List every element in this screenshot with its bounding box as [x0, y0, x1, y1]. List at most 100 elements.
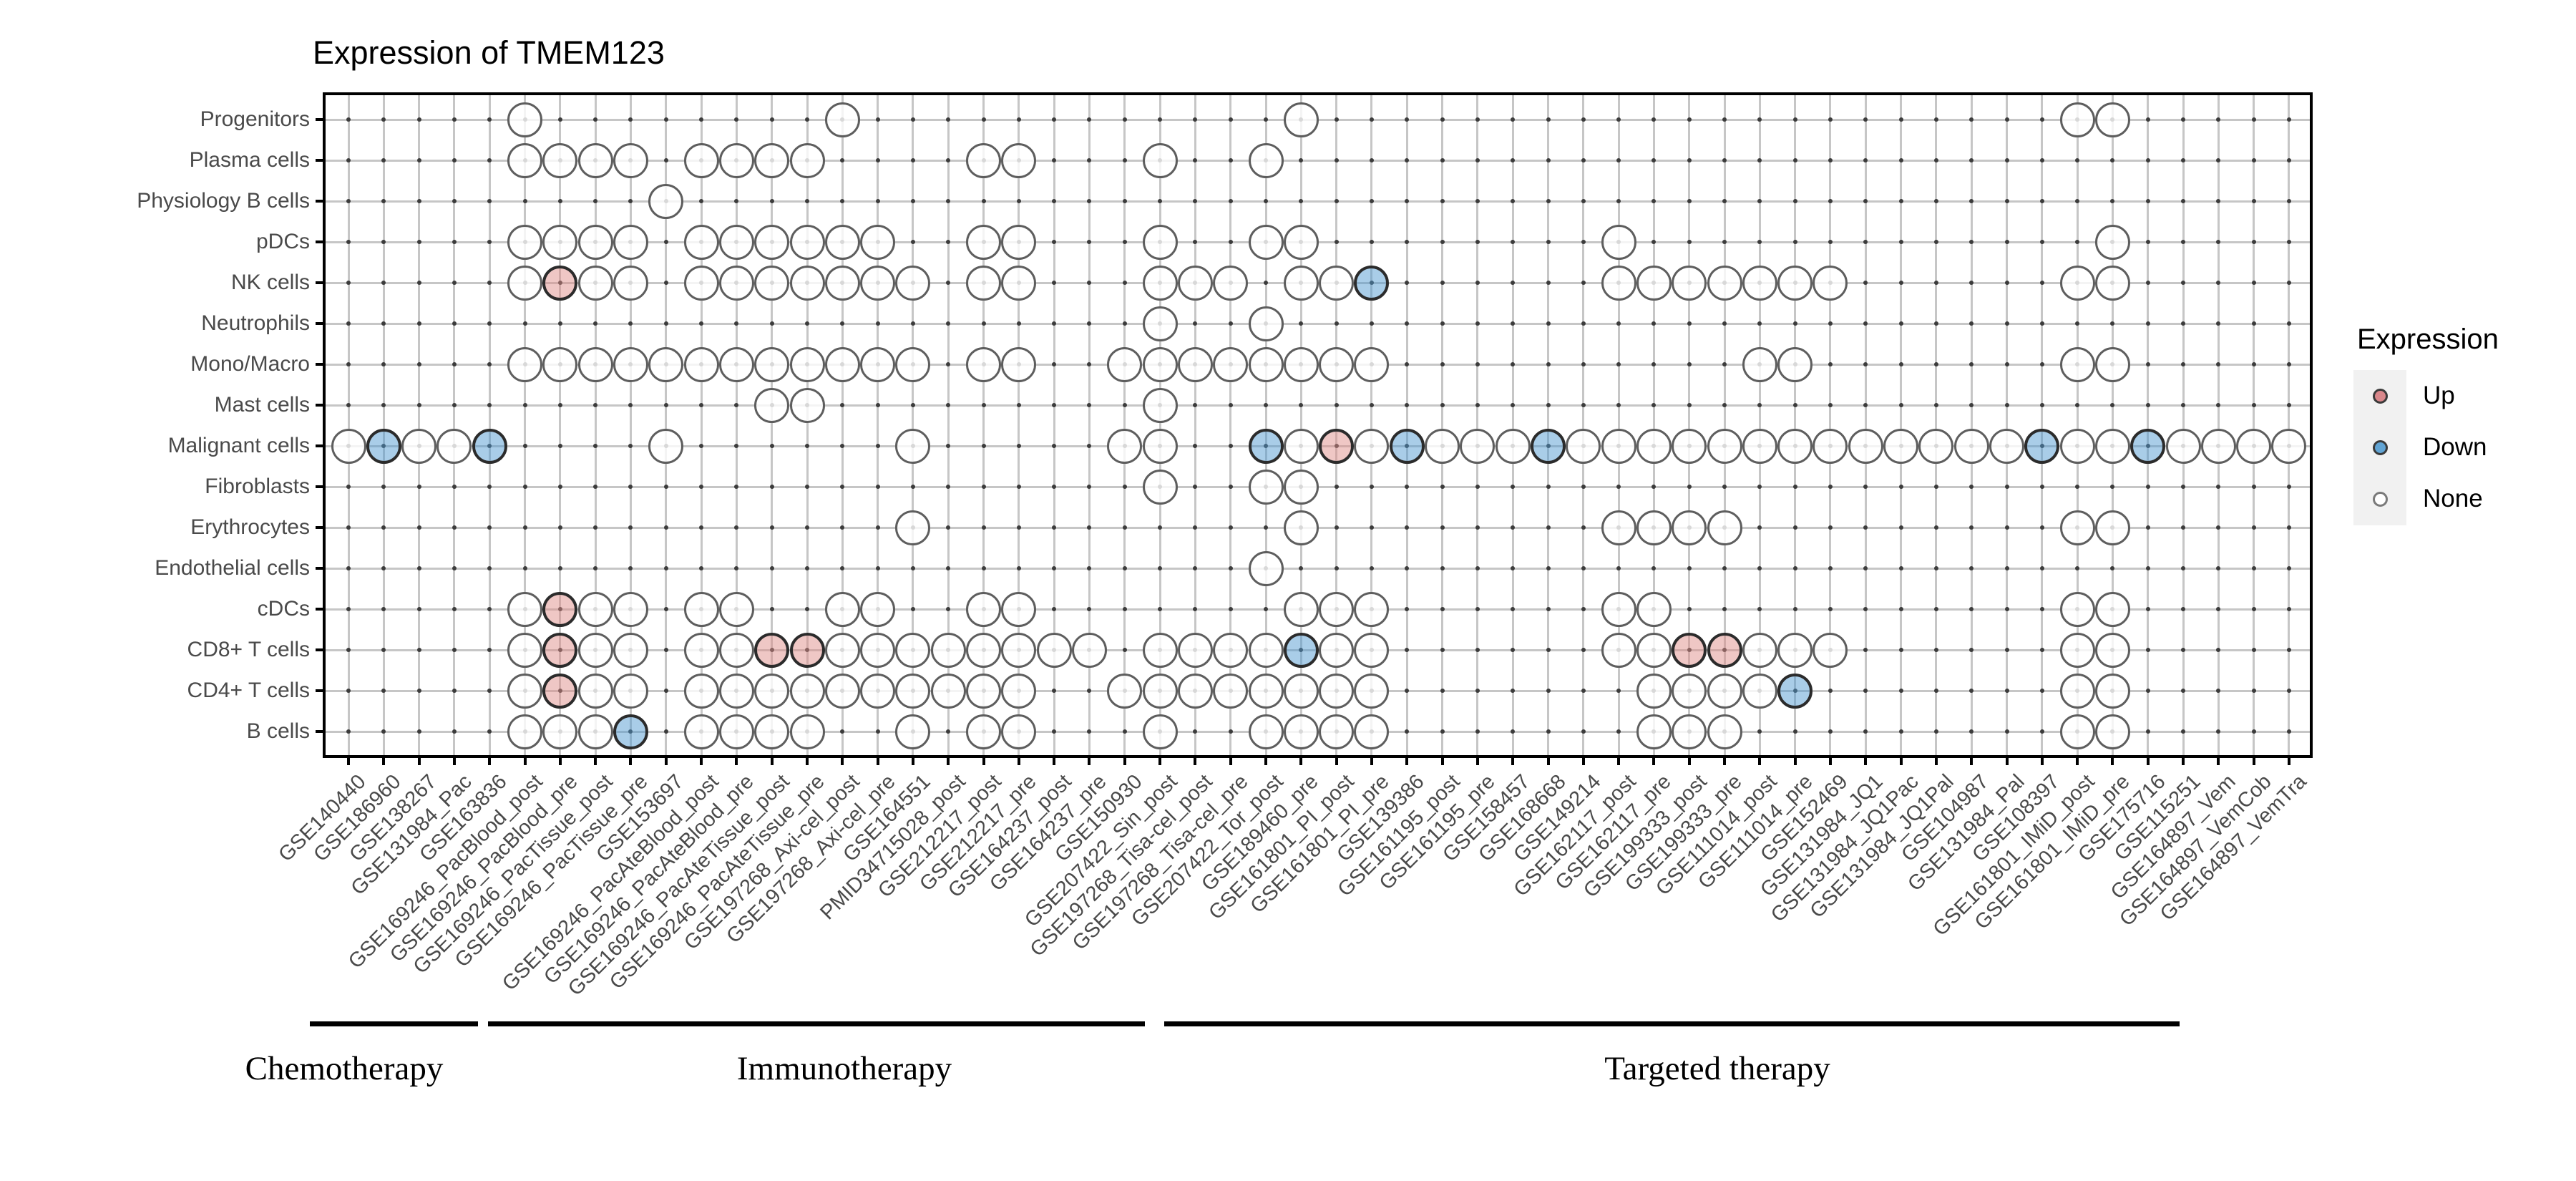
expression-dot-none — [648, 346, 684, 382]
expression-dot-up — [1319, 428, 1355, 464]
grid-dot — [1616, 485, 1621, 489]
expression-dot-none — [1742, 346, 1777, 382]
expression-dot-none — [507, 673, 543, 709]
grid-dot — [1722, 403, 1727, 407]
grid-dot — [1475, 566, 1480, 570]
grid-dot — [875, 117, 880, 122]
expression-dot-none — [754, 265, 790, 301]
grid-dot — [1475, 607, 1480, 611]
grid-dot — [1475, 158, 1480, 162]
expression-dot-none — [1248, 469, 1284, 505]
grid-dot — [381, 729, 386, 734]
grid-dot — [1334, 321, 1339, 326]
expression-dot-none — [895, 265, 931, 301]
grid-dot — [522, 485, 527, 489]
grid-dot — [1405, 485, 1410, 489]
x-axis-tick — [629, 755, 633, 765]
grid-dot — [1687, 240, 1692, 244]
grid-dot — [1652, 240, 1657, 244]
grid-dot — [1863, 525, 1868, 530]
grid-dot — [2145, 403, 2150, 407]
grid-dot — [734, 566, 739, 570]
grid-dot — [1440, 648, 1445, 652]
x-axis-tick — [2040, 755, 2044, 765]
grid-dot — [557, 403, 562, 407]
grid-dot — [1933, 566, 1938, 570]
grid-dot — [416, 689, 421, 693]
grid-dot — [1933, 321, 1938, 326]
grid-dot — [663, 648, 668, 652]
legend-key-down-icon — [2372, 439, 2388, 455]
expression-dot-none — [613, 673, 648, 709]
x-axis-tick — [2146, 755, 2150, 765]
expression-dot-up — [1707, 632, 1742, 668]
grid-dot — [593, 566, 598, 570]
grid-dot — [1722, 240, 1727, 244]
grid-dot — [346, 117, 351, 122]
x-axis-tick — [1652, 755, 1656, 765]
expression-dot-none — [507, 714, 543, 749]
grid-dot — [875, 158, 880, 162]
grid-dot — [2216, 729, 2221, 734]
expression-dot-none — [1460, 428, 1496, 464]
expression-dot-none — [1107, 346, 1143, 382]
grid-dot — [840, 321, 845, 326]
grid-dot — [1863, 281, 1868, 285]
grid-dot — [487, 281, 492, 285]
expression-dot-none — [2094, 102, 2130, 137]
grid-dot — [1863, 321, 1868, 326]
gridline-vertical — [1829, 95, 1832, 755]
grid-dot — [946, 403, 951, 407]
grid-dot — [2145, 362, 2150, 366]
grid-dot — [1581, 158, 1586, 162]
x-axis-tick — [1053, 755, 1056, 765]
grid-dot — [2216, 403, 2221, 407]
expression-dot-none — [1989, 428, 2025, 464]
grid-dot — [1052, 199, 1057, 203]
expression-dot-none — [966, 591, 1002, 627]
expression-dot-none — [683, 632, 719, 668]
grid-dot — [2039, 648, 2044, 652]
grid-dot — [1511, 117, 1516, 122]
grid-dot — [1228, 240, 1233, 244]
x-axis-tick — [488, 755, 492, 765]
grid-dot — [381, 566, 386, 570]
y-axis-label: pDCs — [255, 230, 310, 253]
grid-dot — [1087, 321, 1092, 326]
grid-dot — [1228, 199, 1233, 203]
grid-dot — [1969, 729, 1974, 734]
grid-dot — [663, 525, 668, 530]
grid-dot — [593, 321, 598, 326]
grid-dot — [452, 525, 457, 530]
grid-dot — [1475, 240, 1480, 244]
grid-dot — [2286, 362, 2291, 366]
grid-dot — [487, 321, 492, 326]
grid-dot — [1122, 729, 1127, 734]
grid-dot — [1369, 158, 1374, 162]
grid-dot — [1122, 158, 1127, 162]
expression-dot-none — [1142, 265, 1178, 301]
grid-dot — [1052, 525, 1057, 530]
grid-dot — [522, 566, 527, 570]
grid-dot — [1193, 403, 1198, 407]
expression-dot-none — [1213, 346, 1249, 382]
grid-dot — [1052, 485, 1057, 489]
expression-dot-none — [1672, 428, 1707, 464]
grid-dot — [1405, 281, 1410, 285]
grid-dot — [346, 321, 351, 326]
grid-dot — [1757, 199, 1762, 203]
x-axis-tick — [2217, 755, 2220, 765]
grid-dot — [805, 444, 810, 448]
expression-dot-none — [1142, 346, 1178, 382]
expression-dot-none — [1283, 673, 1319, 709]
grid-dot — [1334, 566, 1339, 570]
grid-dot — [1616, 362, 1621, 366]
grid-dot — [1158, 607, 1163, 611]
grid-dot — [593, 117, 598, 122]
grid-dot — [910, 607, 915, 611]
grid-dot — [1016, 321, 1021, 326]
chart-title: Expression of TMEM123 — [313, 34, 665, 71]
grid-dot — [1546, 607, 1551, 611]
grid-dot — [1898, 729, 1903, 734]
grid-dot — [628, 525, 633, 530]
